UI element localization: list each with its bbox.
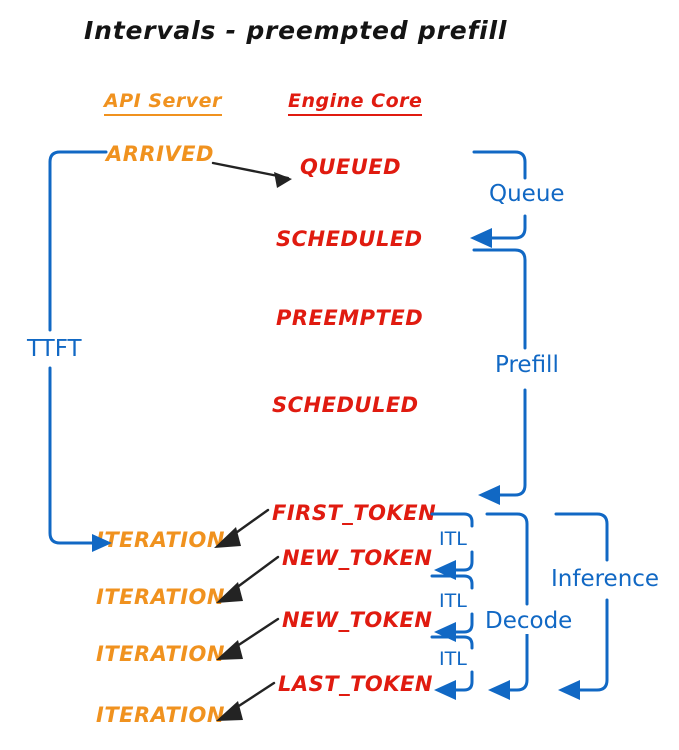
column-header-engine-core: Engine Core xyxy=(288,90,423,116)
event-iteration-3: ITERATION xyxy=(96,642,225,666)
bracket-decode xyxy=(485,512,529,700)
event-queued: QUEUED xyxy=(300,155,402,179)
interval-label-itl-3: ITL xyxy=(436,648,470,670)
arrow-new-token-2-to-iteration-3 xyxy=(216,617,280,660)
interval-label-prefill: Prefill xyxy=(492,352,562,378)
event-first-token: FIRST_TOKEN xyxy=(272,501,437,525)
event-new-token-1: NEW_TOKEN xyxy=(282,546,433,570)
event-iteration-1: ITERATION xyxy=(96,528,225,552)
bracket-inference xyxy=(554,512,609,700)
event-new-token-2: NEW_TOKEN xyxy=(282,608,433,632)
interval-label-itl-1: ITL xyxy=(436,528,470,550)
interval-label-inference: Inference xyxy=(548,566,663,592)
event-iteration-2: ITERATION xyxy=(96,585,225,609)
arrow-new-token-1-to-iteration-2 xyxy=(216,555,280,603)
event-last-token: LAST_TOKEN xyxy=(278,672,433,696)
interval-label-decode: Decode xyxy=(482,608,576,634)
page-title: Intervals - preempted prefill xyxy=(84,16,508,45)
event-preempted: PREEMPTED xyxy=(276,306,424,330)
interval-label-queue: Queue xyxy=(486,181,568,207)
interval-label-ttft: TTFT xyxy=(24,336,85,362)
arrow-arrived-to-queued xyxy=(211,161,292,188)
interval-label-itl-2: ITL xyxy=(436,590,470,612)
event-scheduled-1: SCHEDULED xyxy=(276,227,423,251)
event-arrived: ARRIVED xyxy=(106,142,214,166)
event-scheduled-2: SCHEDULED xyxy=(272,393,419,417)
column-header-api-server: API Server xyxy=(104,90,222,116)
event-iteration-4: ITERATION xyxy=(96,703,225,727)
